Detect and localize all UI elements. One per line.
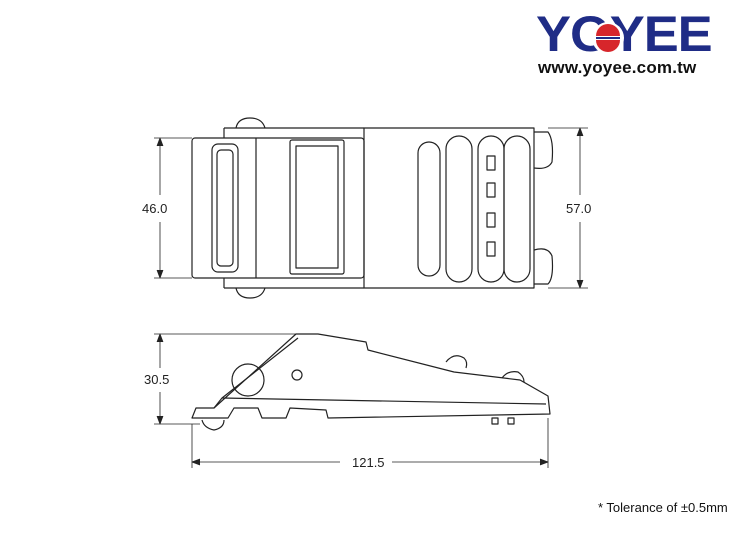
dim-label-30-5: 30.5 (144, 372, 170, 387)
top-view-dimensions (154, 127, 588, 289)
side-view-dimensions (154, 333, 549, 468)
brand-name: YOYEE (536, 6, 713, 62)
dim-label-57: 57.0 (566, 201, 592, 216)
dim-label-121-5: 121.5 (352, 455, 385, 470)
side-view (191, 333, 551, 431)
dim-label-46: 46.0 (142, 201, 168, 216)
brand-logo: YOYEE www.yoyee.com.tw (536, 6, 742, 78)
tolerance-note: * Tolerance of ±0.5mm (598, 500, 728, 515)
logo-emblem-icon (592, 22, 624, 54)
brand-url: www.yoyee.com.tw (538, 58, 697, 77)
top-view (191, 117, 554, 299)
